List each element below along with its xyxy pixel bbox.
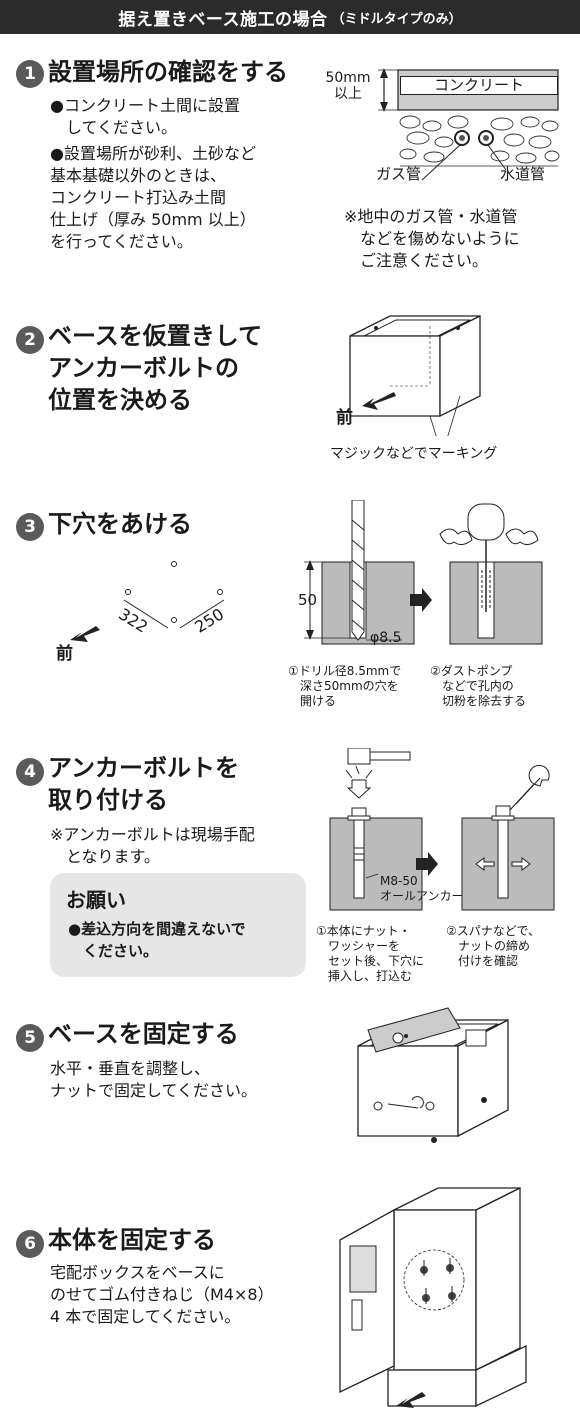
diameter-label: φ8.5	[370, 630, 402, 646]
step4-note: ※アンカーボルトは現場手配 となります。	[50, 825, 255, 866]
step1-note: ※地中のガス管・水道管 などを傷めないように ご注意ください。	[344, 207, 520, 270]
step4-number: 4	[16, 758, 44, 786]
hole-layout-diagram	[70, 561, 225, 642]
step4-caption-1: ①本体にナット・ ワッシャーを セット後、下穴に 挿入し、打込む	[316, 924, 425, 983]
step3-title: 下穴をあける	[48, 510, 192, 538]
header-title: 据え置きベース施工の場合	[118, 9, 328, 30]
step1-bullet-2: ●設置場所が砂利、土砂など 基本基礎以外のときは、 コンクリート打込み土間 仕上…	[50, 144, 256, 251]
header-bar: 据え置きベース施工の場合 （ミドルタイプのみ）	[0, 0, 580, 34]
step2-number: 2	[16, 326, 44, 354]
step2-front-label: 前	[336, 408, 353, 428]
request-box	[50, 873, 306, 977]
step1-title: 設置場所の確認をする	[48, 58, 288, 86]
anchor-install-diagram	[329, 748, 555, 911]
step3-front-label: 前	[56, 644, 73, 664]
box-fixing-diagram	[339, 1186, 527, 1408]
water-pipe-label: 水道管	[500, 165, 546, 183]
step2-caption: マジックなどでマーキング	[330, 446, 498, 462]
request-title: お願い	[66, 888, 126, 912]
depth-50-label: 50	[298, 591, 318, 609]
concrete-label: コンクリート	[400, 76, 558, 95]
anchor-label: M8-50 オールアンカー	[380, 874, 464, 903]
gas-pipe-label: ガス管	[376, 165, 422, 183]
step3-caption-2: ②ダストポンプ などで孔内の 切粉を除去する	[430, 664, 527, 708]
header-subtitle: （ミドルタイプのみ）	[331, 11, 462, 27]
step4-title: アンカーボルトを 取り付ける	[48, 754, 240, 814]
drilling-diagram	[304, 500, 543, 645]
step5-text: 水平・垂直を調整し、 ナットで固定してください。	[50, 1059, 258, 1100]
step3-caption-1: ①ドリル径8.5mmで 深さ50mmの穴を 開ける	[288, 664, 402, 708]
base-box-diagram	[349, 314, 481, 436]
step5-title: ベースを固定する	[48, 1020, 239, 1048]
step3-number: 3	[16, 513, 44, 541]
base-fixing-diagram	[357, 1007, 509, 1143]
step4-caption-2: ②スパナなどで、 ナットの締め 付けを確認	[446, 924, 541, 968]
step6-text: 宅配ボックスをベースに のせてゴム付きねじ（M4×8） 4 本で固定してください…	[50, 1263, 274, 1326]
step6-title: 本体を固定する	[48, 1226, 216, 1254]
request-text: ●差込方向を間違えないで ください。	[68, 920, 246, 960]
step2-title: ベースを仮置きして アンカーボルトの 位置を決める	[48, 322, 263, 414]
step1-number: 1	[16, 60, 44, 88]
step5-number: 5	[16, 1024, 44, 1052]
thickness-label: 50mm 以上	[325, 70, 371, 102]
step1-bullet-1: ●コンクリート土間に設置 してください。	[50, 96, 240, 137]
step6-number: 6	[16, 1230, 44, 1258]
